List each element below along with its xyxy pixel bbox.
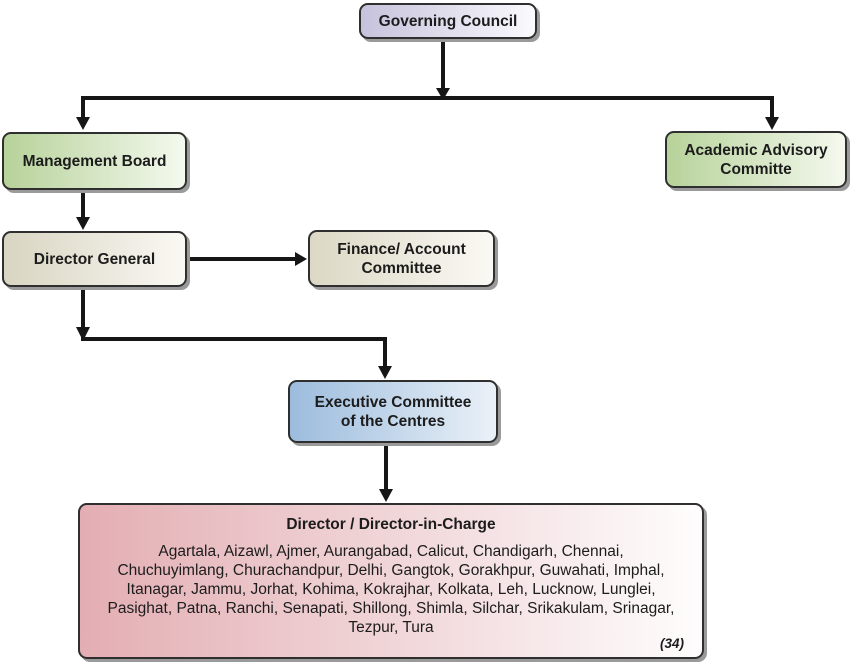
arrowhead-to-academic <box>765 117 779 130</box>
arrowhead-elbow <box>76 327 90 341</box>
arrowhead-to-branch <box>436 88 450 100</box>
node-finance-account-committee: Finance/ Account Committee <box>308 230 495 287</box>
arrowhead-to-management <box>76 117 90 130</box>
connector-dg-executive-horizontal <box>81 337 387 367</box>
node-governing-council: Governing Council <box>359 3 537 39</box>
node-management-board-label: Management Board <box>22 152 167 170</box>
node-academic-advisory-committe: Academic Advisory Committe <box>665 131 847 188</box>
arrowhead-to-executive <box>378 366 392 379</box>
node-finance-account-committee-label: Finance/ Account Committee <box>337 240 466 277</box>
node-executive-committee-label: Executive Committee of the Centres <box>314 393 472 430</box>
director-in-charge-centres-list: Agartala, Aizawl, Ajmer, Aurangabad, Cal… <box>107 543 675 636</box>
arrowhead-to-directors <box>379 489 393 502</box>
node-director-in-charge: Director / Director-in-Charge Agartala, … <box>78 503 704 659</box>
arrowhead-to-dg <box>76 217 90 230</box>
node-governing-council-label: Governing Council <box>378 12 518 30</box>
node-management-board: Management Board <box>2 132 187 190</box>
connector-branch-horizontal <box>81 96 774 118</box>
director-in-charge-count: (34) <box>659 636 684 651</box>
arrowhead-to-finance <box>295 252 307 266</box>
director-in-charge-title: Director / Director-in-Charge <box>286 516 496 533</box>
node-director-general-label: Director General <box>33 250 156 268</box>
node-executive-committee: Executive Committee of the Centres <box>288 380 498 443</box>
node-academic-advisory-committe-label: Academic Advisory Committe <box>684 141 828 178</box>
node-director-general: Director General <box>2 231 187 287</box>
